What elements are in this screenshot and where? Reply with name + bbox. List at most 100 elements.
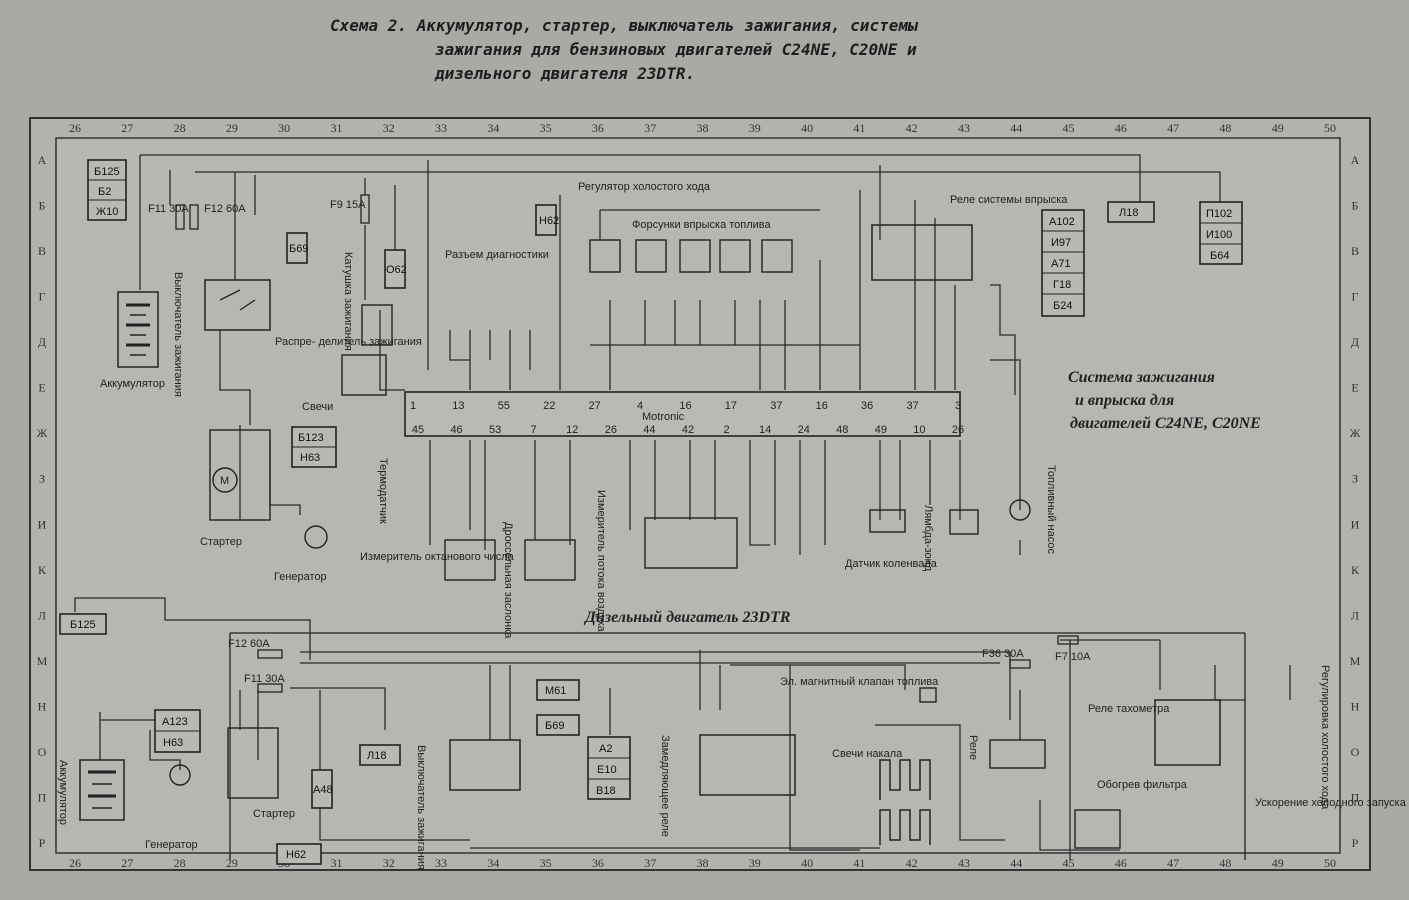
grid-row-right: Ж (1350, 426, 1361, 440)
grid-col-bottom: 40 (801, 856, 813, 870)
grid-row-right: Н (1351, 699, 1360, 713)
grid-row-left: К (38, 563, 47, 577)
grid-col-top: 35 (540, 121, 552, 135)
connector-left-stack: Б125 Б2 Ж10 (87, 159, 127, 221)
octane-meter (444, 539, 496, 581)
motronic-pin: 14 (759, 424, 771, 436)
grid-row-left: П (38, 790, 47, 804)
ignition-switch-upper-label: Выключатель зажигания (172, 272, 184, 397)
connector-l18-upper: Л18 (1107, 201, 1155, 223)
grid-row-right: Р (1352, 836, 1359, 850)
motronic-pin: 16 (679, 400, 691, 412)
grid-col-bottom: 47 (1167, 856, 1179, 870)
motronic-unit (404, 391, 961, 437)
title-line-3: дизельного двигателя 23DTR. (435, 64, 696, 83)
generator-lower (169, 764, 191, 786)
motronic-pin: 16 (816, 400, 828, 412)
grid-col-top: 34 (487, 121, 499, 135)
connector-a2-stack: А2 Е10 В18 (587, 736, 631, 800)
airflow-meter (644, 517, 738, 569)
connector-right-stack-1: А102 И97 А71 Г18 Б24 (1041, 209, 1085, 317)
grid-row-right: А (1351, 153, 1360, 167)
grid-row-left: З (39, 472, 45, 486)
connector-right-stack-2: П102 И100 Б64 (1199, 201, 1243, 265)
conn-g18: Г18 (1053, 279, 1071, 291)
motronic-pin: 37 (906, 400, 918, 412)
svg-text:А2: А2 (599, 743, 612, 755)
connector-b69-upper: Б69 (286, 232, 308, 264)
cold-start-label: Ускорение холодного запуска (1255, 797, 1407, 809)
idle-reg-label: Регулировка холостого хода (1319, 665, 1331, 810)
motronic-pin: 55 (498, 400, 510, 412)
grid-col-bottom: 45 (1063, 856, 1075, 870)
grid-row-right: Е (1351, 381, 1358, 395)
grid-col-top: 49 (1272, 121, 1284, 135)
connector-h62-lower: Н62 (276, 843, 322, 865)
grid-col-top: 31 (330, 121, 342, 135)
fuse-f12-lower-label: F12 60A (228, 638, 270, 650)
grid-col-top: 42 (906, 121, 918, 135)
grid-row-right: В (1351, 244, 1359, 258)
grid-row-right: М (1350, 654, 1361, 668)
svg-text:В18: В18 (596, 785, 616, 797)
upper-wires (139, 154, 1221, 555)
motronic-pin: 22 (543, 400, 555, 412)
connector-l18-lower: Л18 (359, 744, 401, 766)
grid-row-left: В (38, 244, 46, 258)
grid-col-top: 36 (592, 121, 604, 135)
grid-row-left: М (37, 654, 48, 668)
svg-text:Б69: Б69 (545, 720, 564, 732)
conn-b2: Б2 (98, 186, 111, 198)
idle-regulator (589, 239, 621, 273)
motronic-pin: 1 (410, 400, 416, 412)
grid-row-right: К (1351, 563, 1360, 577)
glow-relay (989, 739, 1046, 769)
grid-col-bottom: 41 (853, 856, 865, 870)
grid-col-bottom: 28 (174, 856, 186, 870)
grid-col-top: 41 (853, 121, 865, 135)
generator-upper (304, 525, 328, 549)
grid-row-left: Л (38, 608, 46, 622)
grid-col-bottom: 44 (1010, 856, 1022, 870)
injection-relay (871, 224, 973, 281)
diagram-title: Схема 2. Аккумулятор, стартер, выключате… (330, 14, 1150, 86)
grid-row-right: О (1351, 745, 1360, 759)
conn-i100: И100 (1206, 229, 1232, 241)
grid-col-top: 44 (1010, 121, 1022, 135)
svg-text:M: M (220, 475, 229, 487)
motronic-pin: 2 (724, 424, 730, 436)
grid-col-top: 32 (383, 121, 395, 135)
grid-col-top: 29 (226, 121, 238, 135)
fuse-f12-lower (257, 649, 283, 659)
starter-lower (227, 727, 279, 799)
grid-col-bottom: 48 (1219, 856, 1231, 870)
fuel-pump (1009, 499, 1031, 521)
tacho-relay (1154, 699, 1221, 766)
grid-col-bottom: 38 (697, 856, 709, 870)
grid-col-bottom: 35 (540, 856, 552, 870)
upper-section-title-1: Система зажигания (1068, 369, 1215, 386)
grid-col-bottom: 31 (330, 856, 342, 870)
motronic-pin: 53 (489, 424, 501, 436)
grid-col-bottom: 36 (592, 856, 604, 870)
svg-text:Б125: Б125 (70, 619, 96, 631)
grid-col-top: 37 (644, 121, 656, 135)
tacho-label: Реле тахометра (1088, 703, 1170, 715)
glow-plugs (879, 759, 931, 800)
grid-col-bottom: 26 (69, 856, 81, 870)
grid-col-bottom: 37 (644, 856, 656, 870)
diag-label: Разъем диагностики (445, 249, 549, 261)
grid-col-bottom: 42 (906, 856, 918, 870)
lower-wires (74, 597, 1291, 860)
connector-m61-lower: М61 (536, 679, 580, 701)
connector-a48-lower: А48 (311, 769, 333, 809)
fuse-f9-label: F9 15A (330, 199, 366, 211)
grid-col-top: 48 (1219, 121, 1231, 135)
grid-row-right: Г (1352, 290, 1359, 304)
svg-text:Б69: Б69 (289, 243, 308, 255)
crank-label: Датчик коленвала (845, 558, 938, 570)
conn-p102: П102 (1206, 208, 1232, 220)
grid-col-top: 33 (435, 121, 447, 135)
